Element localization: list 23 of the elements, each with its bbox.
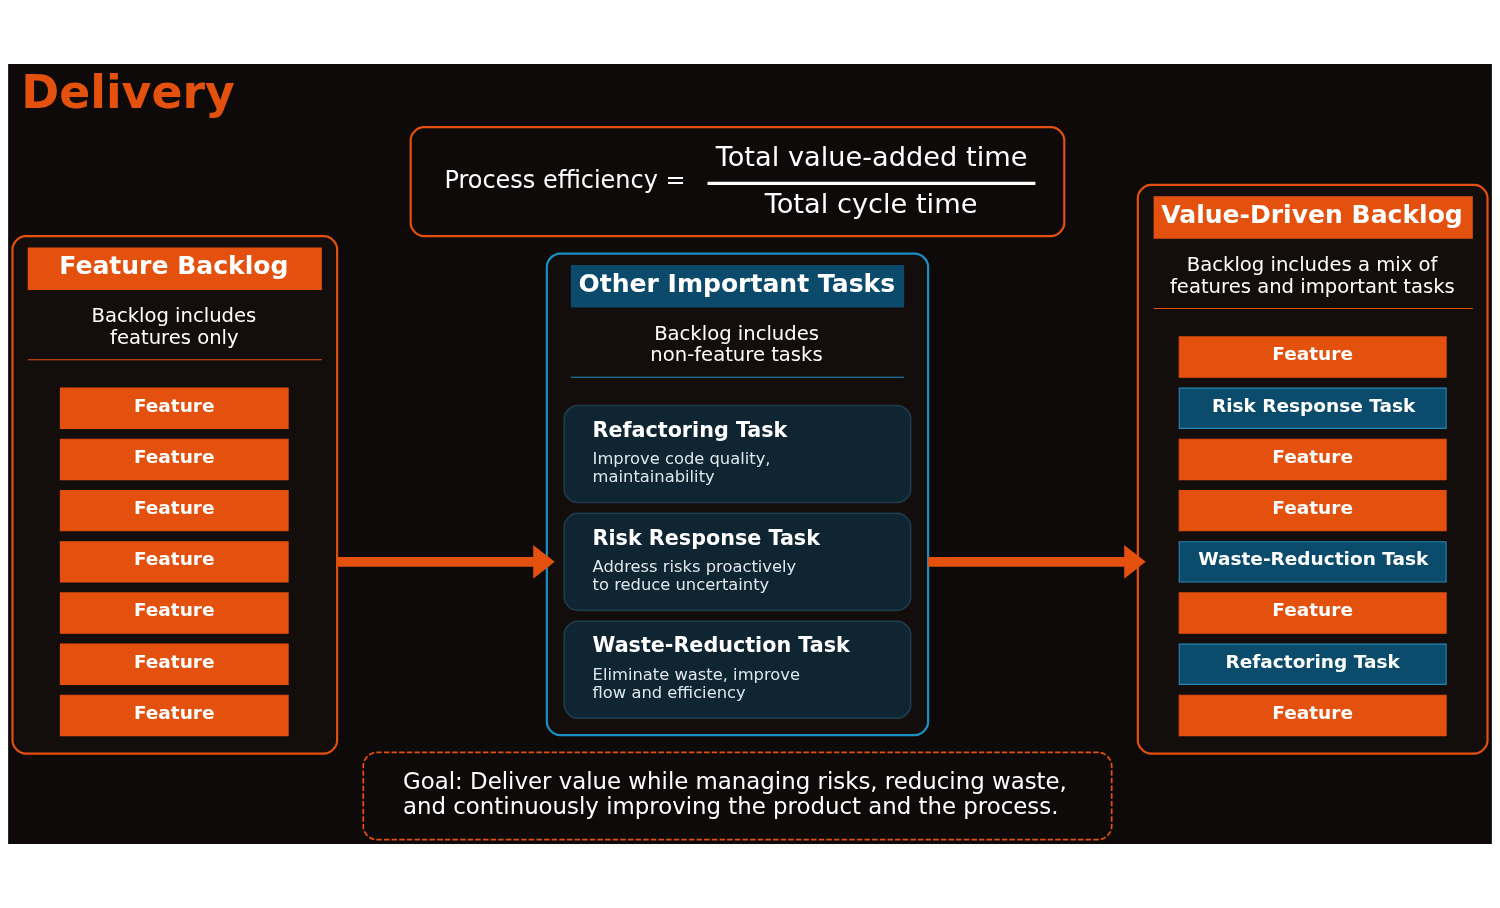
node-box: Risk Response Task bbox=[1178, 387, 1447, 429]
node-box: Feature bbox=[59, 643, 289, 685]
node-box: Waste-Reduction Task Eliminate waste, improve flow and efficiency bbox=[563, 620, 912, 719]
node-box: Refactoring Task Improve code quality, maintainability bbox=[563, 404, 912, 504]
diagram-title: Delivery bbox=[21, 66, 235, 120]
node-box: Feature bbox=[59, 694, 289, 737]
node-box: Risk Response Task Address risks proactively to reduce uncertainty bbox=[563, 512, 912, 612]
node-box: Process efficiency = Total value-added time Total cycle time bbox=[409, 126, 1066, 238]
node-box: Refactoring Task bbox=[1178, 643, 1447, 685]
node-box: Feature bbox=[1178, 438, 1447, 481]
node-box: Feature bbox=[59, 592, 289, 634]
node-box: Feature bbox=[1178, 336, 1447, 378]
node-box: Feature bbox=[59, 541, 289, 583]
node-box: Feature bbox=[59, 489, 289, 532]
node-box: Waste-Reduction Task bbox=[1178, 541, 1447, 583]
node-box: Goal: Deliver value while managing risks, reducing waste, and continuously improving the product and the process. bbox=[362, 751, 1113, 841]
arrow bbox=[928, 544, 1146, 579]
node-box: Feature bbox=[1178, 489, 1447, 532]
node-box: Feature bbox=[59, 438, 289, 481]
node-box: Feature bbox=[1178, 592, 1447, 634]
node-box: Feature bbox=[59, 387, 289, 429]
arrow bbox=[337, 544, 555, 579]
node-box: Feature bbox=[1178, 694, 1447, 737]
